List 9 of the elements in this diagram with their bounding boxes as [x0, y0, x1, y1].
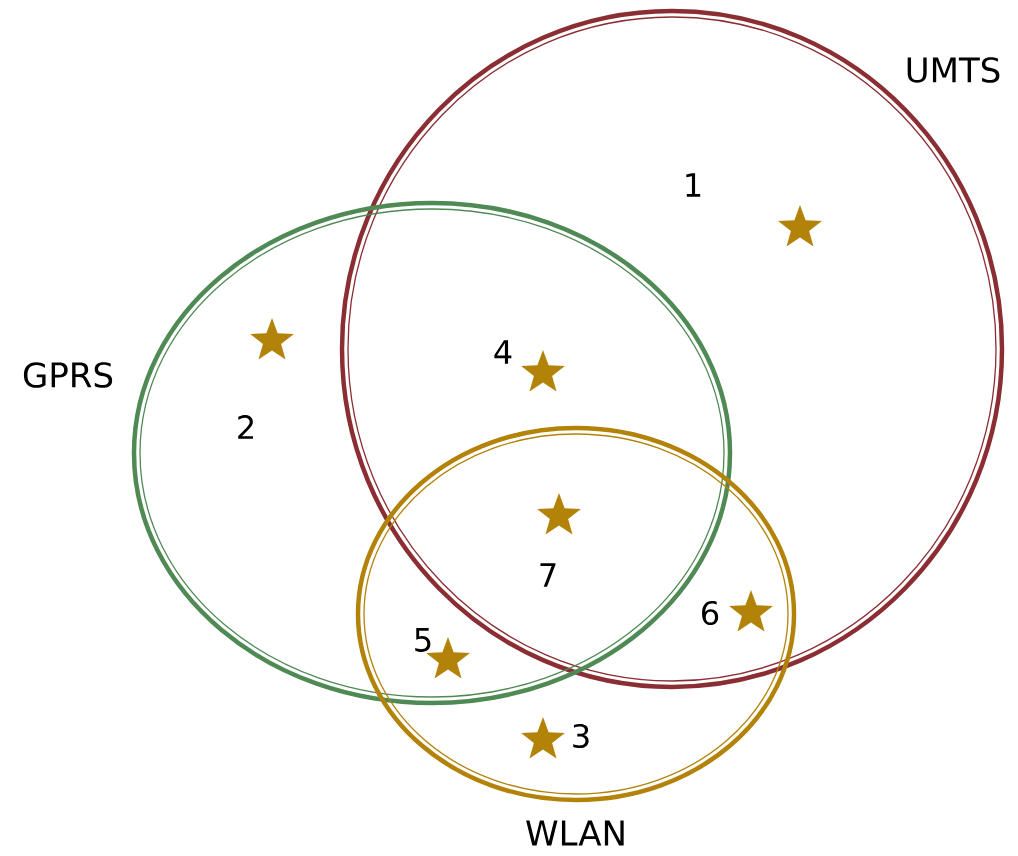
region-number: 1 — [686, 173, 701, 197]
node-label: WLAN — [526, 820, 624, 846]
region-number: 4 — [494, 340, 512, 364]
region-number: 3 — [573, 723, 589, 749]
region-number: 5 — [415, 628, 431, 652]
region-number: 2 — [238, 415, 253, 439]
region-number: 7 — [540, 563, 556, 587]
node-label: GPRS — [23, 362, 113, 388]
region-number: 6 — [702, 600, 719, 626]
